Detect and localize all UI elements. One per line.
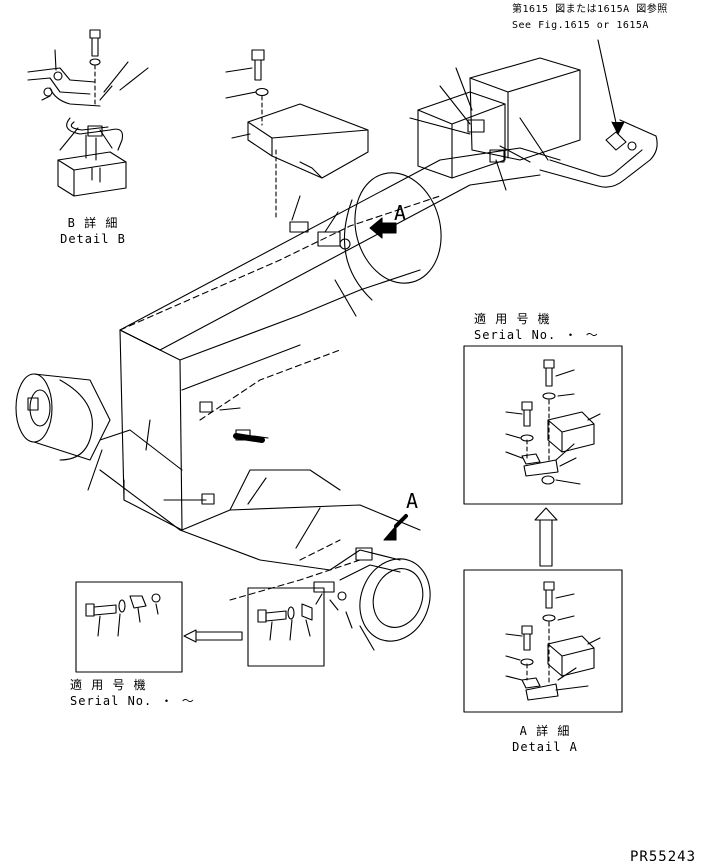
hose-reference [519, 39, 658, 188]
serial-box-upper-drawing [463, 345, 623, 505]
upgrade-arrow [534, 507, 558, 567]
detail-b-title-jp: B 詳 細 [67, 216, 119, 230]
middle-parts-box [247, 587, 325, 667]
serial-lower-jp: 適 用 号 機 [70, 678, 147, 692]
serial-upper-jp: 適 用 号 機 [474, 312, 551, 326]
reference-note-jp: 第1615 図または1615A 図参照 [512, 4, 668, 15]
detail-a-drawing [463, 569, 623, 713]
cover-assembly [225, 49, 369, 219]
reference-note-en: See Fig.1615 or 1615A [512, 20, 649, 31]
drawing-number: PR55243 [630, 849, 697, 865]
view-marker-bottom: A [406, 489, 420, 513]
detail-a-title-en: Detail A [512, 740, 578, 754]
replacement-arrow [183, 629, 243, 643]
serial-box-lower-drawing [75, 581, 183, 673]
serial-lower-en: Serial No. ・ ～ [70, 694, 195, 708]
serial-upper-en: Serial No. ・ ～ [474, 328, 599, 342]
view-marker-top: A [394, 201, 408, 225]
detail-b-title-en: Detail B [60, 232, 126, 246]
detail-a-title-jp: A 詳 細 [519, 724, 571, 738]
detail-b-drawing [27, 29, 149, 197]
machine-frame [15, 57, 581, 651]
